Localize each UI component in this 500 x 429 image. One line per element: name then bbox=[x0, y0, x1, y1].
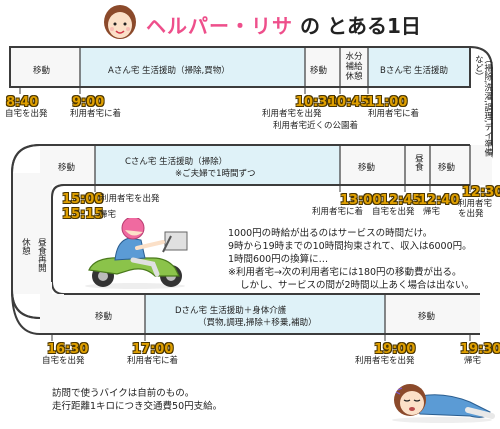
time-1930: 19:30 bbox=[460, 342, 500, 357]
label-1030: 利用者宅を出発 bbox=[262, 109, 322, 119]
title-sub: の とある1日 bbox=[300, 14, 421, 38]
time-1030: 10:30 bbox=[295, 95, 337, 110]
segment-c-service: Cさん宅 生活援助（掃除） bbox=[125, 157, 228, 167]
time-1300: 13:00 bbox=[340, 193, 382, 208]
segment-b-detail: （掃除,洗濯,調理,デイ準備など） bbox=[473, 55, 493, 157]
segment-break: 水分補給 休憩 bbox=[345, 52, 363, 82]
label-1515: 帰宅 bbox=[99, 210, 117, 220]
helper-face-icon bbox=[104, 5, 136, 39]
segment-a-service: Aさん宅 生活援助（掃除,買物） bbox=[108, 66, 230, 76]
label-1100: 利用者宅に着 bbox=[368, 109, 420, 119]
time-1515: 15:15 bbox=[62, 207, 104, 222]
label-1500: 利用者宅を出発 bbox=[100, 194, 160, 204]
time-1500: 15:00 bbox=[62, 192, 104, 207]
note-line-3: 1時間600円の換算に… bbox=[228, 254, 329, 265]
note-line-2: 9時から19時までの10時間拘束されて、収入は6000円。 bbox=[228, 241, 472, 252]
note-line-5: しかし、サービスの間が2時間以上あく場合は出ない。 bbox=[240, 280, 475, 291]
segment-c-sub: ※ご夫婦で1時間ずつ bbox=[175, 169, 256, 179]
label-1045: 利用者宅近くの公園着 bbox=[273, 121, 359, 131]
time-1900: 19:00 bbox=[374, 342, 416, 357]
footer-line-2: 走行距離1キロにつき交通費50円支給。 bbox=[52, 401, 223, 412]
label-1245: 自宅を出発 bbox=[372, 207, 415, 217]
label-1240: 帰宅 bbox=[423, 207, 441, 217]
segment-d-service: Dさん宅 生活援助＋身体介護 bbox=[175, 306, 287, 316]
label-1930: 帰宅 bbox=[464, 356, 482, 366]
segment-move-3: 移動 bbox=[58, 163, 76, 173]
label-1230: 利用者宅を出発 bbox=[458, 199, 493, 219]
time-1100: 11:00 bbox=[366, 95, 408, 110]
tired-helper-icon bbox=[392, 384, 495, 423]
scooter-rider-icon bbox=[85, 218, 188, 289]
label-1630: 自宅を出発 bbox=[42, 356, 85, 366]
label-0900: 利用者宅に着 bbox=[70, 109, 122, 119]
segment-d-sub: （買物,調理,掃除＋移乗,補助） bbox=[198, 318, 317, 328]
segment-move-6: 移動 bbox=[95, 312, 113, 322]
segment-move-7: 移動 bbox=[418, 312, 436, 322]
label-1300: 利用者宅に着 bbox=[312, 207, 364, 217]
side-lunch-resume: 昼食再開 bbox=[36, 238, 47, 272]
time-0840: 8:40 bbox=[6, 95, 39, 110]
title-main: ヘルパー・リサ bbox=[146, 14, 293, 38]
note-line-1: 1000円の時給が出るのはサービスの時間だけ。 bbox=[228, 228, 433, 239]
time-1230: 12:30 bbox=[462, 185, 500, 200]
footer-line-1: 訪問で使うバイクは自前のもの。 bbox=[52, 388, 195, 399]
time-1700: 17:00 bbox=[132, 342, 174, 357]
time-0900: 9:00 bbox=[72, 95, 105, 110]
time-1045: 10:45 bbox=[328, 95, 370, 110]
label-1900: 利用者宅を出発 bbox=[355, 356, 415, 366]
time-1240: 12:40 bbox=[418, 193, 460, 208]
segment-lunch: 昼食 bbox=[413, 154, 424, 171]
segment-move-1: 移動 bbox=[33, 66, 51, 76]
segment-b-service: Bさん宅 生活援助 bbox=[380, 66, 449, 76]
note-line-4: ※利用者宅→次の利用者宅には180円の移動費が出る。 bbox=[228, 267, 462, 278]
time-1630: 16:30 bbox=[47, 342, 89, 357]
segment-move-2: 移動 bbox=[310, 66, 328, 76]
time-1245: 12:45 bbox=[380, 193, 422, 208]
segment-move-4: 移動 bbox=[358, 163, 376, 173]
segment-move-5: 移動 bbox=[438, 163, 456, 173]
side-break: 休憩 bbox=[20, 238, 31, 255]
label-1700: 利用者宅に着 bbox=[127, 356, 179, 366]
label-0840: 自宅を出発 bbox=[5, 109, 48, 119]
